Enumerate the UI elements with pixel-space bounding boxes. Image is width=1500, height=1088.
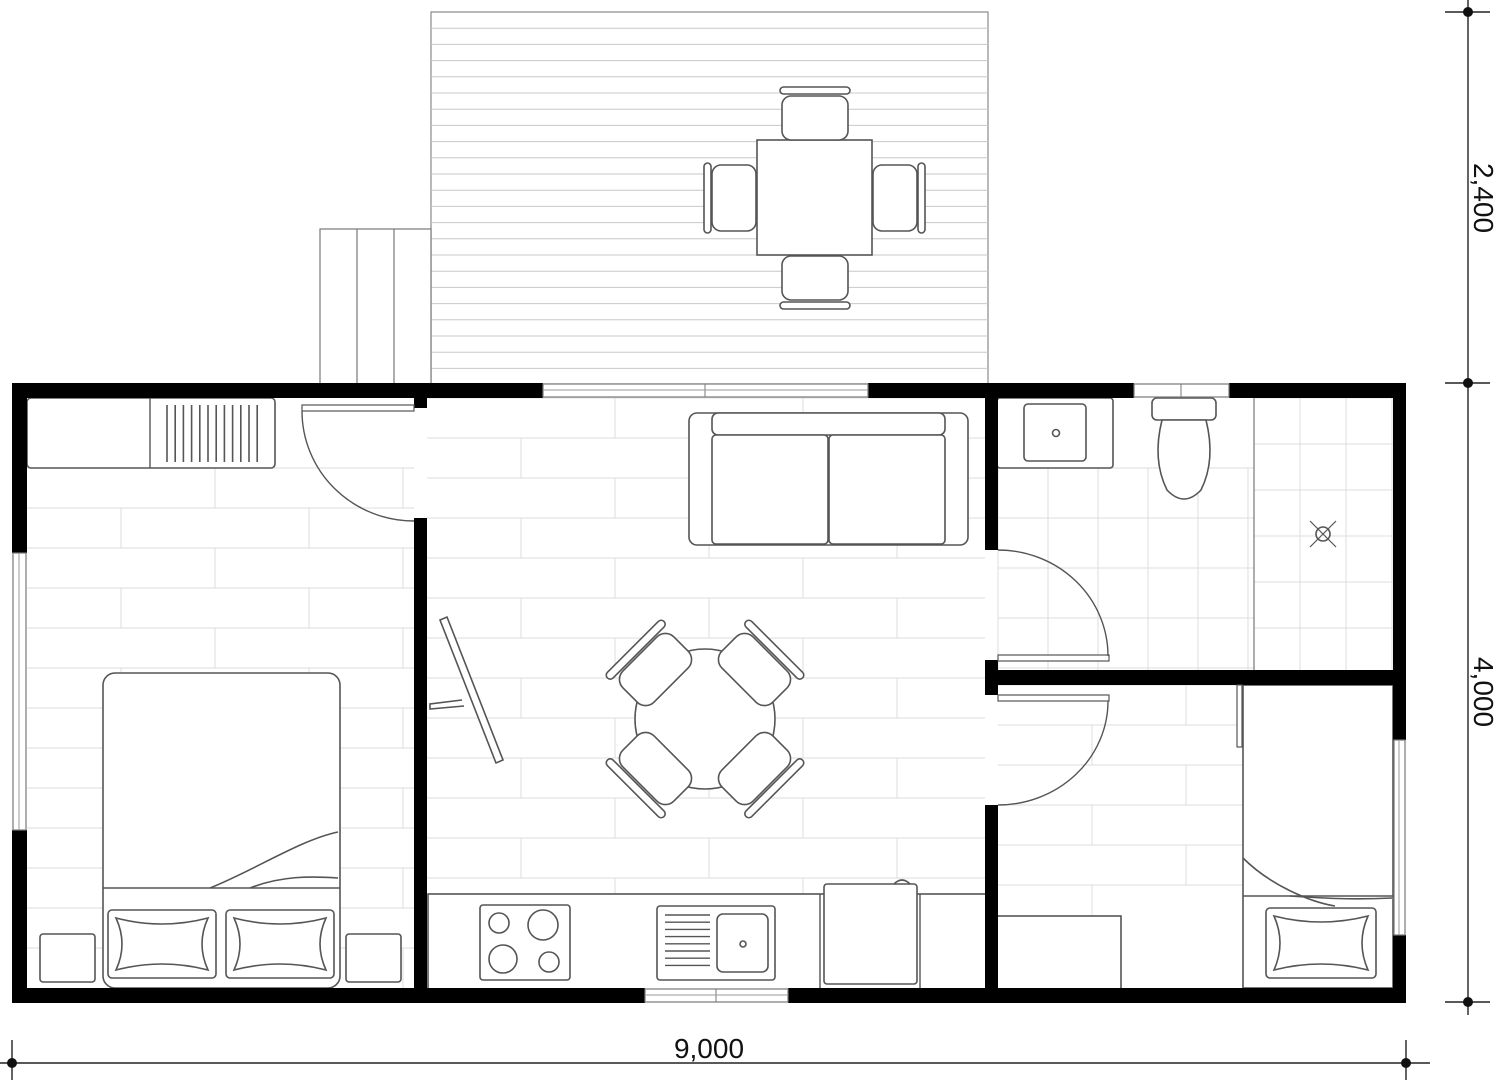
sofa <box>688 412 969 546</box>
bedside-table-left <box>39 933 96 983</box>
bedroom-wardrobe <box>26 397 276 469</box>
storage-unit <box>996 915 1122 991</box>
double-bed <box>102 672 341 989</box>
deck-depth-dimension-label: 2,400 <box>1468 163 1499 233</box>
doors <box>301 404 1243 806</box>
width-dimension-label: 9,000 <box>674 1033 744 1064</box>
fridge <box>823 879 918 985</box>
deck-steps <box>319 228 432 385</box>
walls <box>12 383 1406 1003</box>
toilet <box>1151 397 1217 500</box>
dining-set <box>605 619 805 819</box>
house-depth-dimension-label: 4,000 <box>1468 657 1499 727</box>
shower <box>1253 398 1337 670</box>
vanity <box>996 397 1114 469</box>
windows <box>12 383 1406 1003</box>
tv <box>429 615 505 765</box>
kitchen-sink <box>656 905 776 981</box>
cooktop <box>479 904 571 981</box>
bedside-table-right <box>345 933 402 983</box>
outdoor-dining-set <box>703 86 926 310</box>
single-bed <box>1242 684 1394 989</box>
